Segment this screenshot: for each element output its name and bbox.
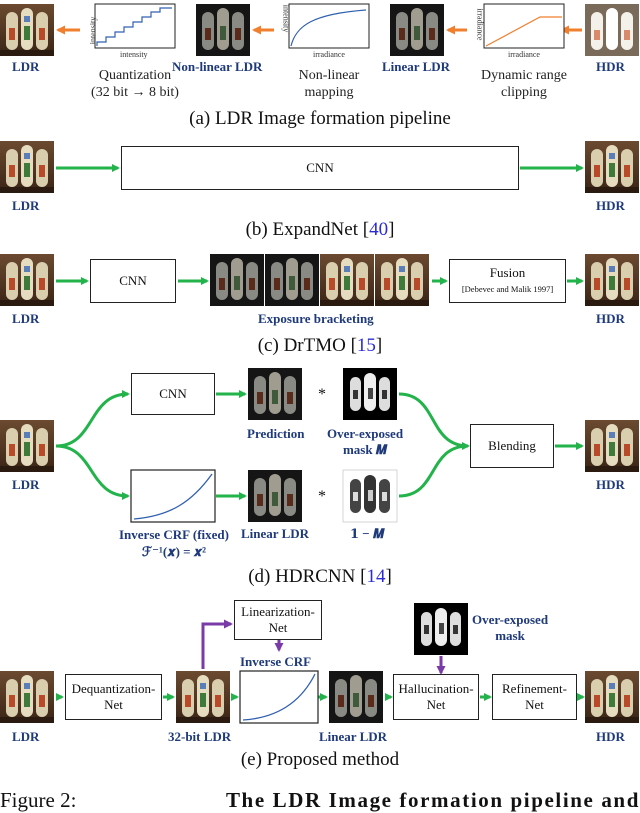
cnn-box-c: CNN <box>90 259 176 303</box>
dequantization-net-box: Dequantization-Net <box>65 674 162 720</box>
hdr-image-d <box>585 420 639 472</box>
hdr-image-a-right <box>585 4 639 56</box>
hdr-image-b <box>585 141 639 193</box>
label-mask-d: Over-exposed mask 𝑴 <box>327 426 404 457</box>
inverse-crf-plot-d <box>130 469 216 523</box>
linear-ldr-image-d <box>248 470 302 522</box>
cnn-box-d: CNN <box>131 373 215 415</box>
dynamic-range-label: Dynamic range clipping <box>481 68 567 100</box>
label-ldr-c: LDR <box>12 311 40 326</box>
label-32bit-ldr: 32-bit LDR <box>168 729 232 744</box>
linear-ldr-image-e <box>329 671 383 723</box>
label-one-minus-m: 𝟏 − 𝑴 <box>350 526 385 541</box>
label-linear-ldr-a: Linear LDR <box>382 59 451 74</box>
label-prediction: Prediction <box>247 426 305 441</box>
bracket-image-1 <box>210 254 264 306</box>
caption-d: (d) HDRCNN [14] <box>248 566 392 587</box>
mask-image-e <box>414 603 468 655</box>
bracket-image-4 <box>375 254 429 306</box>
prediction-image <box>248 368 302 420</box>
cnn-box-b: CNN <box>121 146 519 190</box>
plot3-ylabel: irradiance <box>475 8 485 41</box>
plot3-xlabel: irradiance <box>508 50 540 59</box>
blending-box: Blending <box>470 424 554 468</box>
figure-caption: Figure 2: The LDR Image formation pipeli… <box>0 788 640 812</box>
times-symbol-1: * <box>318 386 326 403</box>
label-ldr-a: LDR <box>12 59 40 74</box>
caption-b: (b) ExpandNet [40] <box>245 219 395 240</box>
caption-e: (e) Proposed method <box>240 749 400 770</box>
mask-image-d <box>343 368 397 420</box>
refinement-net-box: Refinement-Net <box>492 674 577 720</box>
hdr-image-a-left <box>0 4 54 56</box>
label-hdr-c: HDR <box>596 311 625 326</box>
nonlinear-ldr-image <box>196 4 250 56</box>
bit32-ldr-image <box>176 671 230 723</box>
label-hdr-e: HDR <box>596 729 625 744</box>
plot1-ylabel: intensity <box>88 16 98 45</box>
hdr-image-e <box>585 671 639 723</box>
quantization-plot <box>94 3 176 49</box>
inverse-crf-plot-e <box>239 670 319 724</box>
ldr-image-c <box>0 254 54 306</box>
label-exposure-bracketing: Exposure bracketing <box>258 311 374 326</box>
bracket-image-3 <box>320 254 374 306</box>
label-inverse-crf-e: Inverse CRF <box>240 654 312 669</box>
label-ldr-d: LDR <box>12 477 40 492</box>
quantization-label: Quantization (32 bit → 8 bit) <box>91 68 179 100</box>
label-hdr-b: HDR <box>596 198 625 213</box>
label-hdr-d: HDR <box>596 477 625 492</box>
plot1-xlabel: intensity <box>120 50 148 59</box>
hallucination-net-box: Hallucination-Net <box>393 674 479 720</box>
linearization-net-box: Linearization-Net <box>234 600 322 640</box>
fusion-box: Fusion [Debevec and Malik 1997] <box>449 259 566 303</box>
caption-a: (a) LDR Image formation pipeline <box>189 108 451 129</box>
label-mask-e: Over-exposed mask <box>472 612 549 643</box>
label-ldr-e: LDR <box>12 729 40 744</box>
label-linear-ldr-d: Linear LDR <box>241 526 310 541</box>
ldr-image-d <box>0 420 54 472</box>
hdr-image-c <box>585 254 639 306</box>
ldr-image-e <box>0 671 54 723</box>
bracket-image-2 <box>265 254 319 306</box>
label-hdr-a: HDR <box>596 59 625 74</box>
nonlinear-mapping-label: Non-linear mapping <box>298 68 360 100</box>
label-linear-ldr-e: Linear LDR <box>319 729 388 744</box>
plot2-ylabel: intensity <box>281 4 291 33</box>
label-ldr-b: LDR <box>12 198 40 213</box>
plot2-xlabel: irradiance <box>313 50 345 59</box>
ldr-image-b <box>0 141 54 193</box>
caption-c: (c) DrTMO [15] <box>257 335 383 356</box>
linear-ldr-image <box>390 4 444 56</box>
label-inverse-crf-d: Inverse CRF (fixed) ℱ⁻¹(𝒙) = 𝒙² <box>119 527 229 559</box>
label-nonlinear-ldr: Non-linear LDR <box>172 59 263 74</box>
times-symbol-2: * <box>318 488 326 505</box>
inverse-mask-image <box>342 469 398 523</box>
